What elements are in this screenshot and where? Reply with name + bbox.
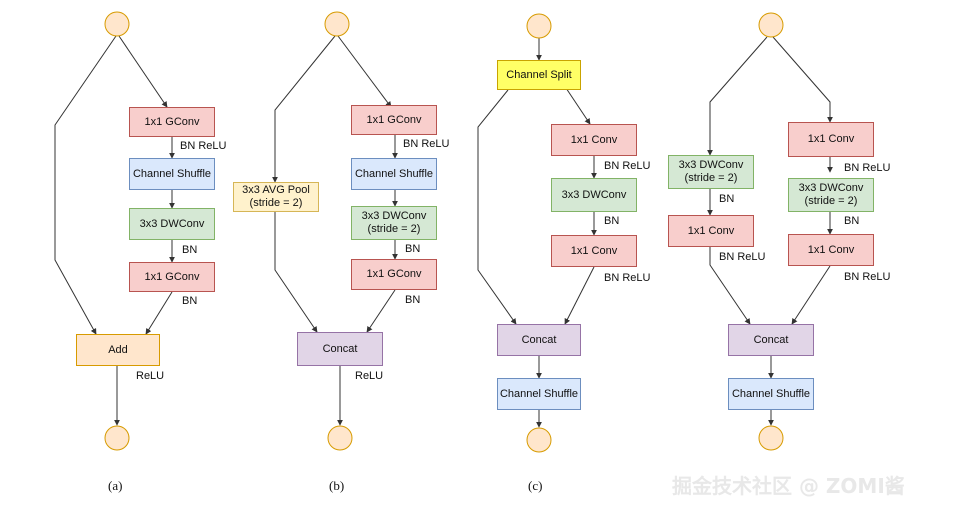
b-dwconv-3x3-stride2: 3x3 DWConv (stride = 2) [351, 206, 437, 240]
c-output-node [526, 427, 552, 453]
b-concat-op: Concat [297, 332, 383, 366]
b-channel-shuffle: Channel Shuffle [351, 158, 437, 190]
a-relu-label: ReLU [136, 370, 165, 382]
b-avg-pool: 3x3 AVG Pool (stride = 2) [233, 182, 319, 212]
c-bn-label: BN [604, 215, 620, 227]
b-output-node [327, 425, 353, 451]
d-right-dwconv-3x3-stride2: 3x3 DWConv (stride = 2) [788, 178, 874, 212]
c-input-node [526, 13, 552, 39]
b-gconv-1x1-bottom: 1x1 GConv [351, 259, 437, 290]
c-concat-op: Concat [497, 324, 581, 356]
a-gconv-1x1-bottom: 1x1 GConv [129, 262, 215, 292]
d-right-conv-1x1-bottom: 1x1 Conv [788, 234, 874, 266]
a-dwconv-3x3: 3x3 DWConv [129, 208, 215, 240]
a-bn-relu-label: BN ReLU [180, 140, 227, 152]
d-right-conv-1x1-top: 1x1 Conv [788, 122, 874, 157]
a-output-node [104, 425, 130, 451]
c-caption: (c) [528, 478, 543, 493]
c-bn-relu-label-2: BN ReLU [604, 272, 651, 284]
a-bn-label-1: BN [182, 244, 198, 256]
a-bn-label-2: BN [182, 295, 198, 307]
b-bn-relu-label: BN ReLU [403, 138, 450, 150]
c-channel-shuffle: Channel Shuffle [497, 378, 581, 410]
a-caption: (a) [108, 478, 123, 493]
d-left-conv-1x1: 1x1 Conv [668, 215, 754, 247]
b-input-node [324, 11, 350, 37]
b-caption: (b) [329, 478, 345, 493]
c-channel-split: Channel Split [497, 60, 581, 90]
d-left-bn-label: BN [719, 193, 735, 205]
a-channel-shuffle: Channel Shuffle [129, 158, 215, 190]
b-relu-label: ReLU [355, 370, 384, 382]
d-concat-op: Concat [728, 324, 814, 356]
d-left-bn-relu-label: BN ReLU [719, 251, 766, 263]
d-output-node [758, 425, 784, 451]
d-channel-shuffle: Channel Shuffle [728, 378, 814, 410]
a-add-op: Add [76, 334, 160, 366]
d-left-dwconv-3x3-stride2: 3x3 DWConv (stride = 2) [668, 155, 754, 189]
a-gconv-1x1-top: 1x1 GConv [129, 107, 215, 137]
c-conv-1x1-bottom: 1x1 Conv [551, 235, 637, 267]
b-bn-label-1: BN [405, 243, 421, 255]
a-input-node [104, 11, 130, 37]
c-conv-1x1-top: 1x1 Conv [551, 124, 637, 156]
d-right-bn-relu-label-2: BN ReLU [844, 271, 891, 283]
c-bn-relu-label-1: BN ReLU [604, 160, 651, 172]
d-input-node [758, 12, 784, 38]
watermark-text: 掘金技术社区 @ ZOMI酱 [672, 474, 905, 498]
c-dwconv-3x3: 3x3 DWConv [551, 178, 637, 212]
b-bn-label-2: BN [405, 294, 421, 306]
d-right-bn-label: BN [844, 215, 860, 227]
d-right-bn-relu-label-1: BN ReLU [844, 162, 891, 174]
b-gconv-1x1-top: 1x1 GConv [351, 105, 437, 135]
